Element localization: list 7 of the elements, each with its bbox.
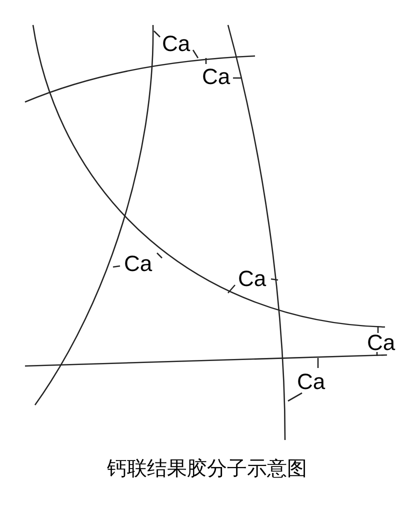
caption: 钙联结果胶分子示意图: [106, 455, 308, 482]
element-label: Ca: [124, 253, 152, 275]
element-label: Ca: [162, 33, 190, 55]
element-label: Ca: [202, 66, 230, 88]
element-label: Ca: [296, 371, 326, 393]
element-label: Ca: [366, 332, 396, 354]
element-label: Ca: [238, 268, 266, 290]
